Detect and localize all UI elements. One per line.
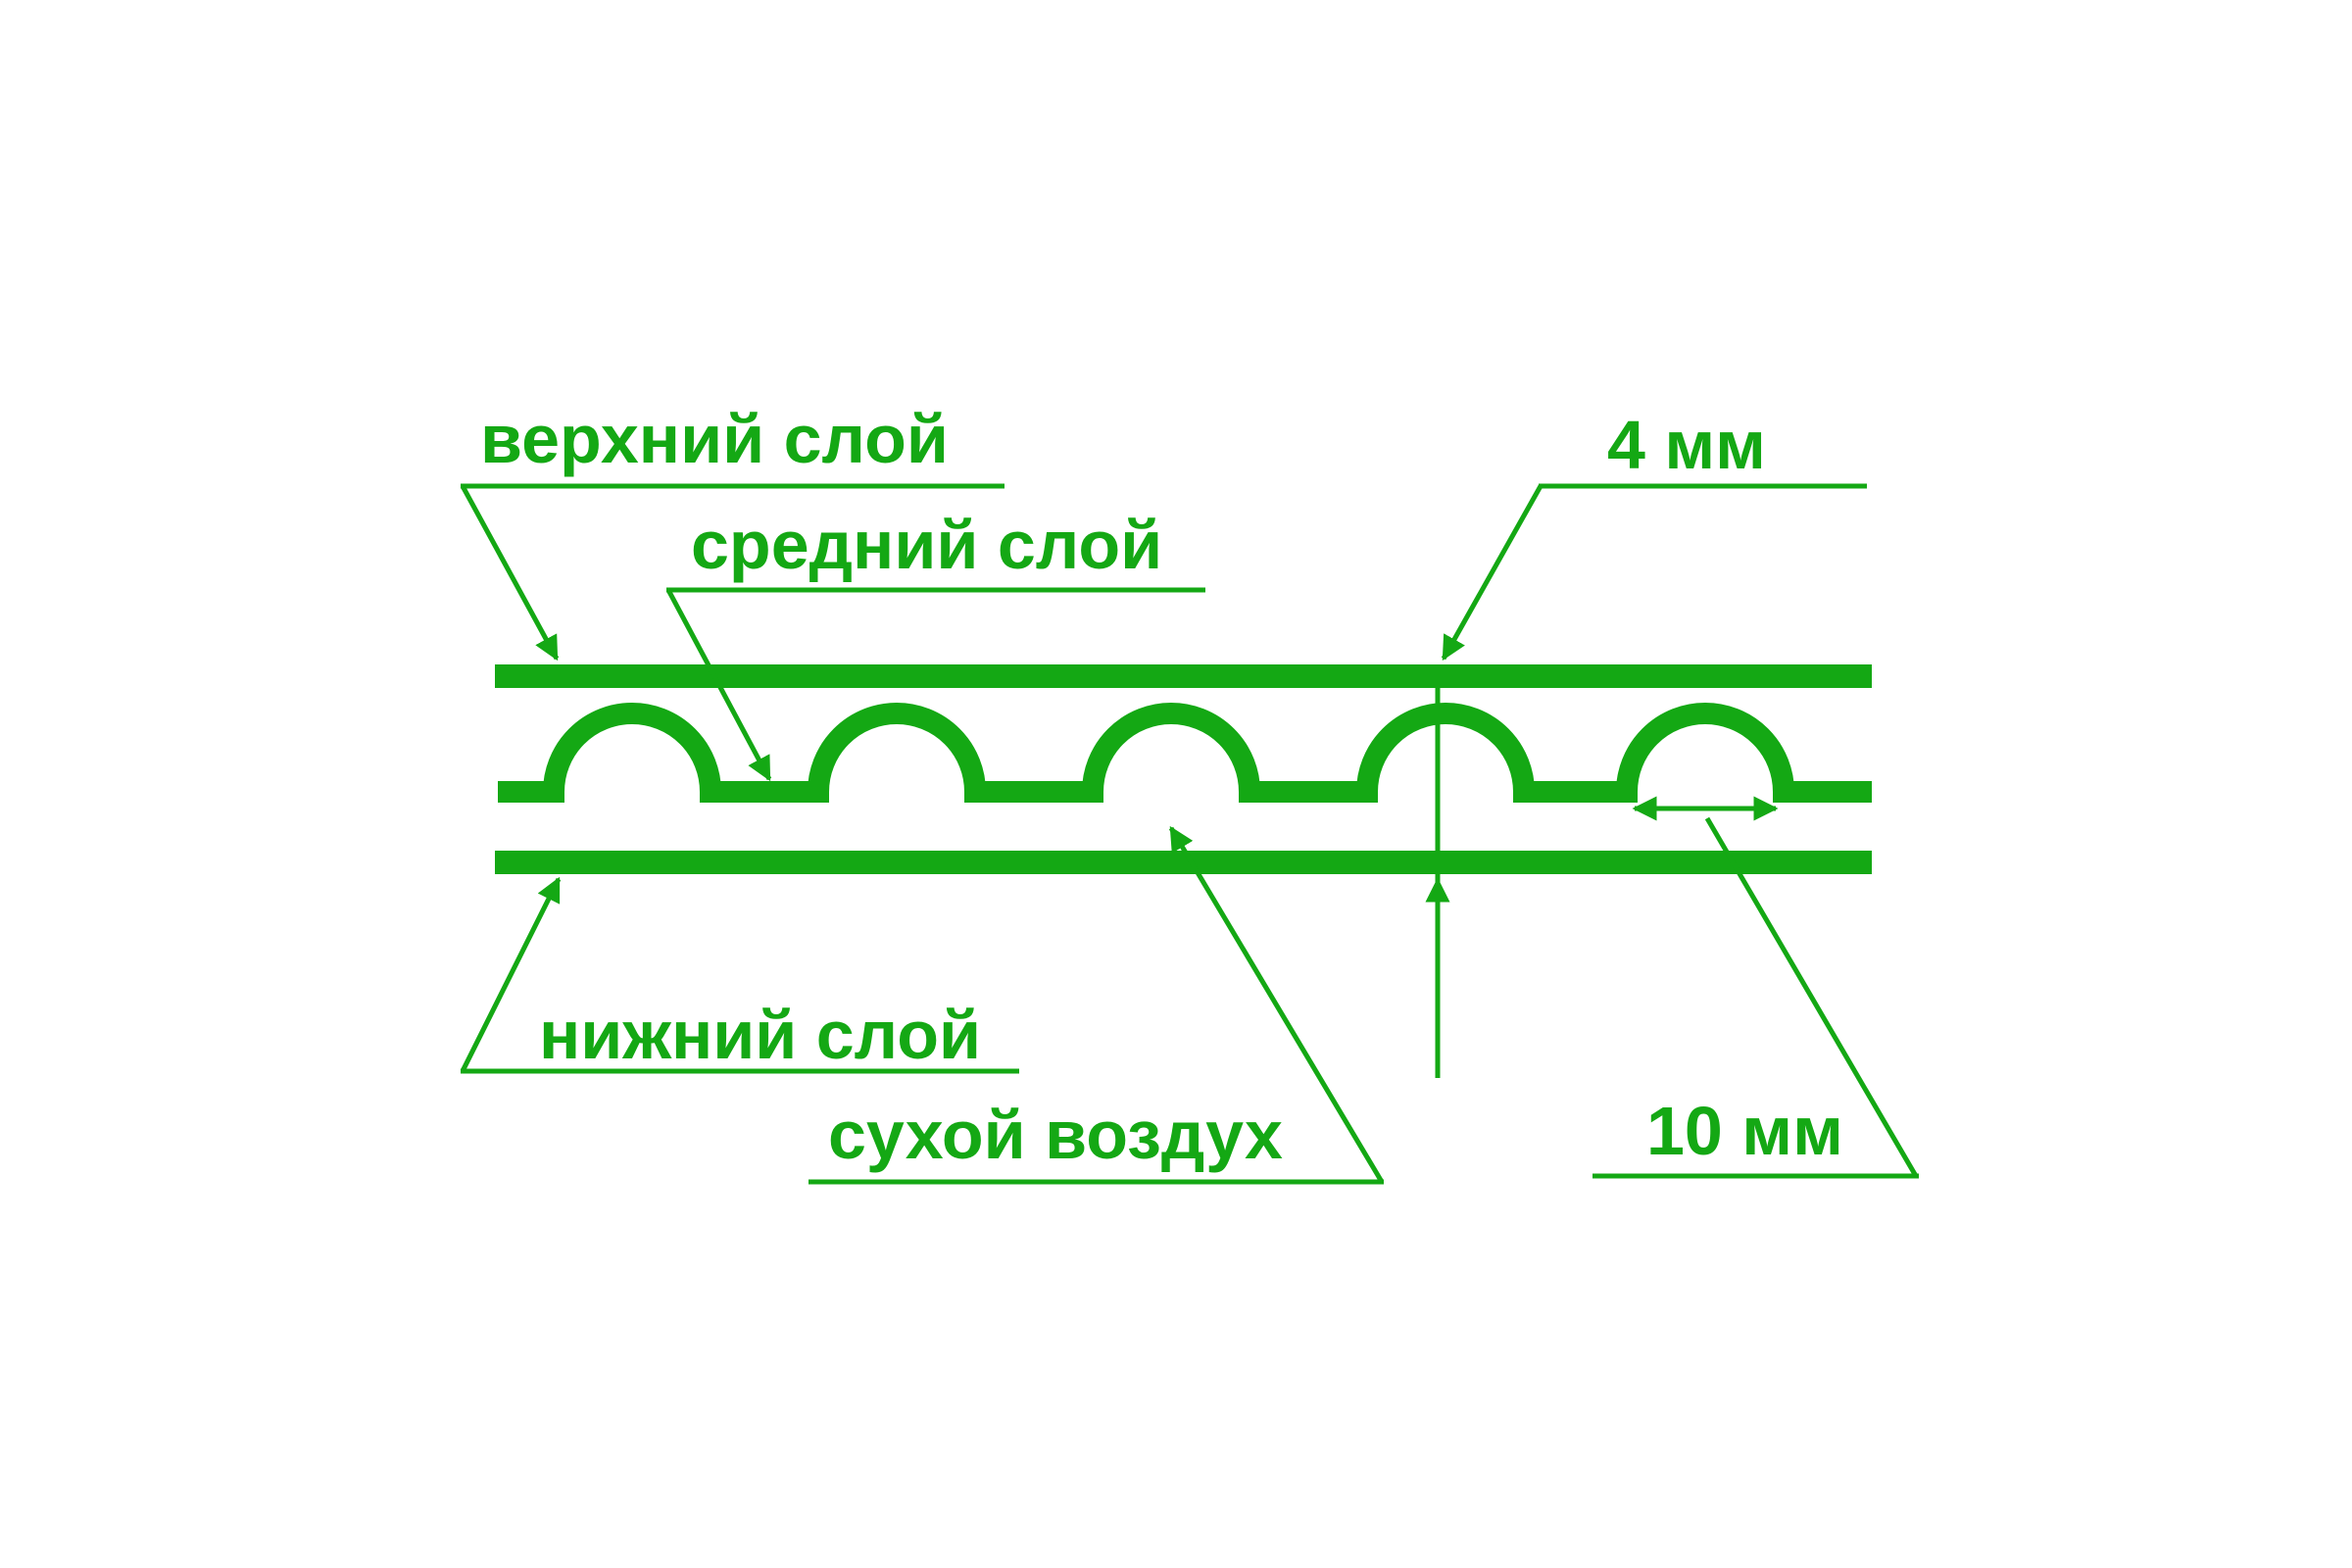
leader-bottom-layer-arrow [460, 876, 562, 1073]
label-middle-layer: средний слой [691, 507, 1162, 583]
leader-middle-layer-arrow [665, 588, 772, 782]
leader-dry-air-arrow [1168, 825, 1385, 1184]
label-thickness: 4 мм [1607, 407, 1766, 483]
leader-pitch-arrow [1704, 816, 1919, 1178]
label-bottom-layer: нижний слой [539, 997, 981, 1073]
leader-thickness-arrow [1441, 484, 1544, 662]
middle-layer-wave [498, 703, 1872, 803]
label-dry-air: сухой воздух [828, 1097, 1283, 1173]
label-top-layer: верхний слой [480, 401, 949, 477]
label-pitch: 10 мм [1646, 1093, 1843, 1169]
leader-top-layer-arrow [460, 484, 560, 662]
